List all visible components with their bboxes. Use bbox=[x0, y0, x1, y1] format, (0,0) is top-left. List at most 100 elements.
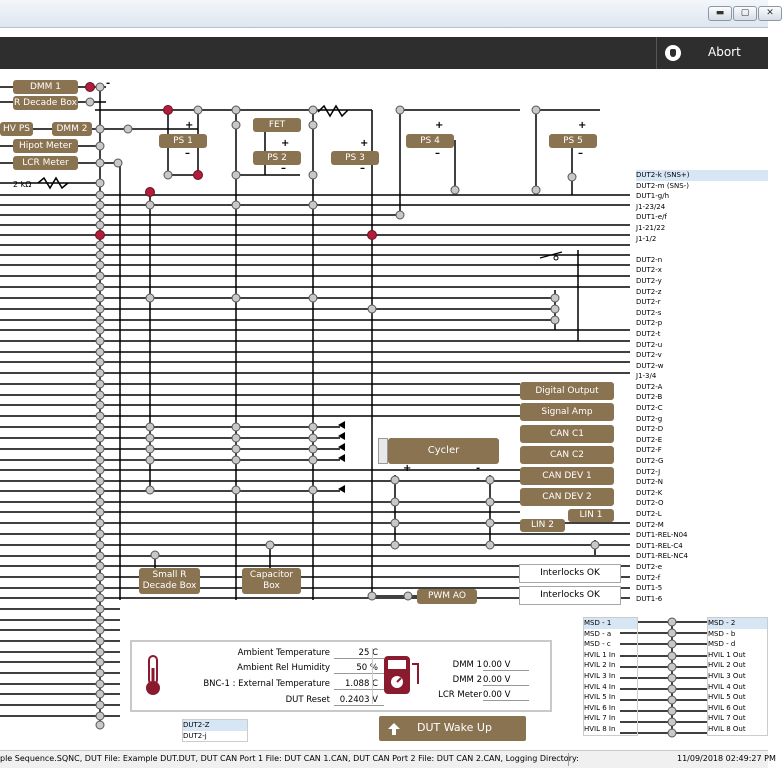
dut-pin-item: DUT2-t bbox=[636, 329, 661, 338]
dut-pin-item: DUT1-REL-C4 bbox=[636, 541, 683, 550]
dut-pin-item: J1-21/22 bbox=[636, 223, 666, 232]
msd-left-item: HVIL 3 In bbox=[584, 671, 616, 680]
ps1-pill[interactable]: PS 1 bbox=[159, 134, 207, 148]
resistor-value-label: 2 kΩ bbox=[13, 180, 32, 189]
msd-left-item: HVIL 4 In bbox=[584, 682, 616, 691]
dut-pin-item: DUT2-s bbox=[636, 308, 662, 317]
can-dev2-pill[interactable]: CAN DEV 2 bbox=[520, 488, 614, 506]
dmm2-reading-label: DMM 2 bbox=[452, 675, 482, 685]
dut-pin-item: DUT1-6 bbox=[636, 594, 663, 603]
dut-pin-item: DUT1-REL-NC4 bbox=[636, 552, 688, 561]
msd-right-item: HVIL 6 Out bbox=[708, 703, 746, 712]
lin1-pill[interactable]: LIN 1 bbox=[568, 509, 614, 522]
ps3-pill[interactable]: PS 3 bbox=[331, 151, 379, 165]
dut-pin-item: DUT1-e/f bbox=[636, 213, 667, 222]
bottom-pin-item: DUT2-j bbox=[183, 731, 207, 740]
dut-pin-item: DUT2-e bbox=[636, 562, 663, 571]
dut-pin-item: DUT2-r bbox=[636, 298, 661, 307]
small-r-decade-box-pill[interactable]: Small R Decade Box bbox=[139, 568, 200, 594]
dut-pin-item: DUT2-G bbox=[636, 457, 664, 466]
humidity-value: 50 % bbox=[334, 663, 384, 674]
measurement-panel: Ambient Temperature 25 C Ambient Rel Hum… bbox=[130, 640, 552, 712]
dut-pin-item: DUT2-D bbox=[636, 425, 664, 434]
dut-pin-item: J1-23/24 bbox=[636, 202, 666, 211]
dmm2-reading-value: 0.00 V bbox=[483, 675, 529, 686]
msd-right-item: MSD - b bbox=[708, 629, 736, 638]
ambient-temp-label: Ambient Temperature bbox=[237, 648, 330, 658]
ps5-minus: – bbox=[578, 148, 583, 159]
lcr-meter-pill[interactable]: LCR Meter bbox=[13, 156, 78, 170]
abort-button[interactable]: Abort bbox=[656, 37, 768, 69]
msd-left-item: HVIL 5 In bbox=[584, 693, 616, 702]
close-button[interactable]: ✕ bbox=[758, 6, 782, 21]
multimeter-icon bbox=[384, 656, 419, 694]
can-c1-pill[interactable]: CAN C1 bbox=[520, 425, 614, 443]
dut-pin-item: DUT2-y bbox=[636, 276, 662, 285]
ps2-minus: – bbox=[281, 163, 286, 174]
dut-pin-item: DUT2-K bbox=[636, 488, 663, 497]
dut-pin-item: DUT2-E bbox=[636, 435, 663, 444]
ps4-minus: – bbox=[435, 148, 440, 159]
status-text: ple Sequence.SQNC, DUT File: Example DUT… bbox=[0, 754, 579, 763]
minimize-button[interactable]: ▬ bbox=[708, 6, 732, 21]
can-dev1-pill[interactable]: CAN DEV 1 bbox=[520, 467, 614, 485]
dut-pin-item: DUT1-REL-N04 bbox=[636, 531, 688, 540]
small-r-line1: Small R bbox=[152, 570, 187, 580]
dut-pin-item: DUT2-g bbox=[636, 414, 663, 423]
msd-right-item: HVIL 4 Out bbox=[708, 682, 746, 691]
maximize-button[interactable]: ▢ bbox=[733, 6, 757, 21]
capacitor-box-pill[interactable]: Capacitor Box bbox=[242, 568, 301, 594]
abort-label: Abort bbox=[708, 45, 741, 59]
fet-pill[interactable]: FET bbox=[253, 118, 301, 132]
window-title-bar: ▬ ▢ ✕ bbox=[0, 0, 782, 28]
dut-pin-item: DUT2-M bbox=[636, 520, 664, 529]
ambient-temp-value: 25 C bbox=[334, 648, 384, 659]
msd-right-item: HVIL 1 Out bbox=[708, 650, 746, 659]
ps1-minus: – bbox=[185, 148, 190, 159]
dut-pin-item: DUT2-B bbox=[636, 393, 663, 402]
digital-output-pill[interactable]: Digital Output bbox=[520, 382, 614, 400]
signal-amp-pill[interactable]: Signal Amp bbox=[520, 403, 614, 421]
dut-wake-up-button[interactable]: DUT Wake Up bbox=[379, 716, 526, 741]
dut-pin-item: DUT2-m (SNS-) bbox=[636, 181, 689, 190]
arrow-up-icon bbox=[388, 723, 400, 735]
cycler-scroll-thumb[interactable] bbox=[378, 438, 388, 464]
ps4-plus: + bbox=[435, 120, 444, 131]
lcr-reading-value: 0.00 V bbox=[483, 690, 529, 701]
ps4-pill[interactable]: PS 4 bbox=[406, 134, 454, 148]
dut-pin-item: DUT2-J bbox=[636, 467, 661, 476]
ps1-plus: + bbox=[185, 120, 194, 131]
capacitor-line1: Capacitor bbox=[249, 570, 294, 580]
dmm2-pill[interactable]: DMM 2 bbox=[52, 122, 92, 136]
humidity-label: Ambient Rel Humidity bbox=[237, 663, 330, 673]
msd-left-item: HVIL 8 In bbox=[584, 724, 616, 733]
dut-wake-up-label: DUT Wake Up bbox=[417, 721, 492, 734]
dut-pin-item: DUT2-p bbox=[636, 319, 663, 328]
dut-pin-item: DUT2-L bbox=[636, 510, 662, 518]
can-c2-pill[interactable]: CAN C2 bbox=[520, 446, 614, 464]
ps3-minus: – bbox=[360, 163, 365, 174]
cycler-pill[interactable]: Cycler bbox=[388, 438, 499, 464]
hipot-meter-pill[interactable]: Hipot Meter bbox=[13, 139, 78, 153]
lin2-pill[interactable]: LIN 2 bbox=[520, 519, 565, 532]
cycler-plus: + bbox=[403, 463, 412, 474]
dut-pin-item: DUT2-O bbox=[636, 499, 664, 508]
ps5-pill[interactable]: PS 5 bbox=[549, 134, 597, 148]
dut-pin-item: DUT2-C bbox=[636, 404, 663, 413]
msd-left-item: MSD - c bbox=[584, 640, 611, 649]
dmm1-pill[interactable]: DMM 1 bbox=[13, 80, 78, 94]
pwm-ao-pill[interactable]: PWM AO bbox=[417, 589, 477, 604]
dut-pin-item bbox=[636, 244, 768, 255]
ps2-pill[interactable]: PS 2 bbox=[253, 151, 301, 165]
dut-pin-item: DUT2-f bbox=[636, 573, 661, 582]
hv-ps-pill[interactable]: HV PS bbox=[0, 122, 33, 136]
r-decade-box-pill[interactable]: R Decade Box bbox=[13, 96, 78, 110]
msd-left-item: MSD - 1 bbox=[584, 618, 637, 629]
dut-pin-item: J1-1/2 bbox=[636, 234, 657, 243]
msd-right-item: MSD - 2 bbox=[708, 618, 767, 629]
dmm1-reading-value: 0.00 V bbox=[483, 660, 529, 671]
ps5-plus: + bbox=[578, 120, 587, 131]
